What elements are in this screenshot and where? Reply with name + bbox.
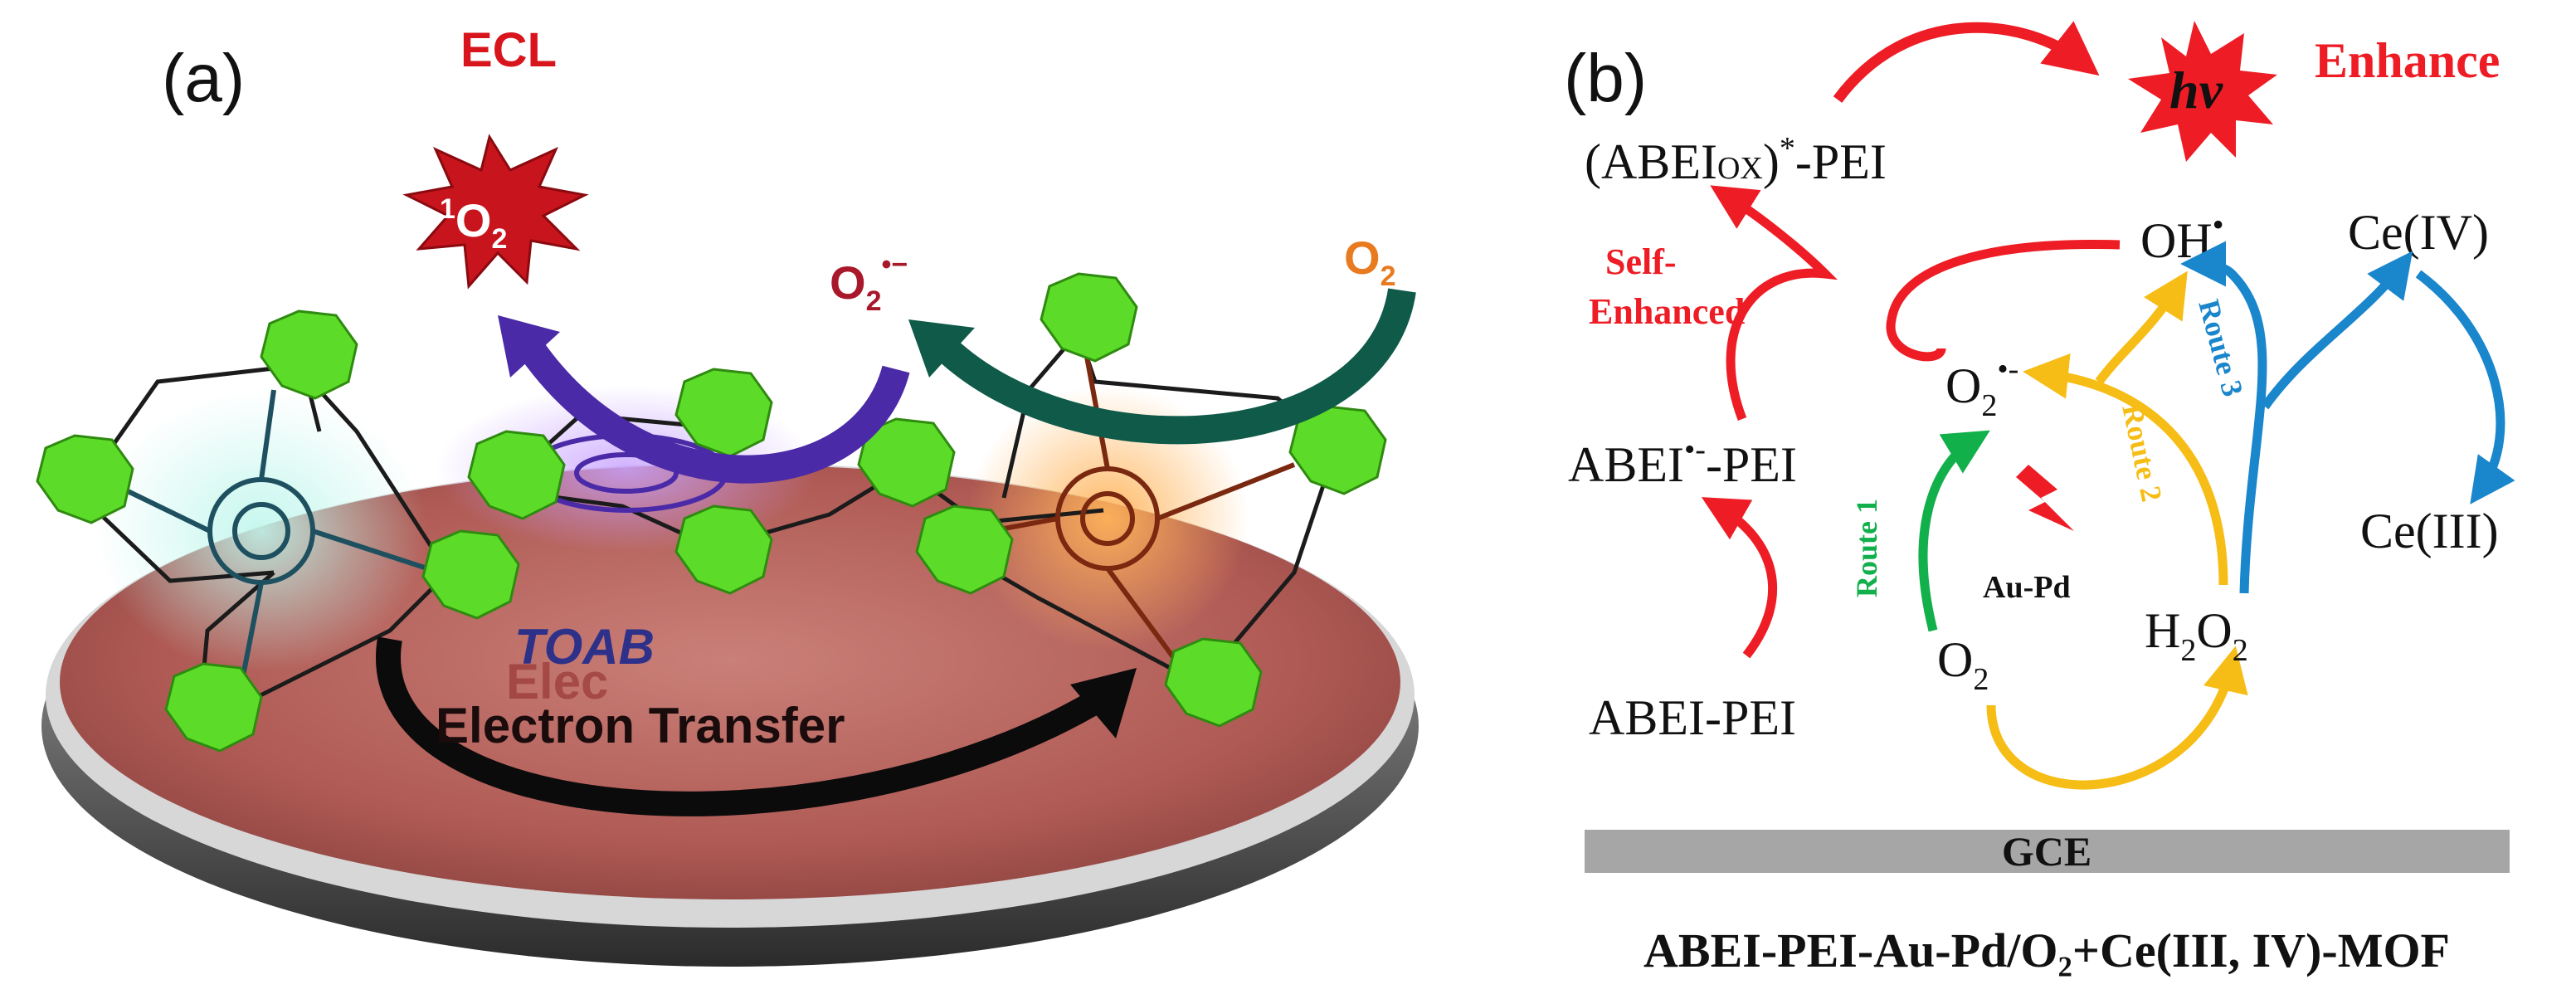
o2-label-b: O2 <box>1937 632 1989 697</box>
yellow-paths <box>1986 270 2248 790</box>
gce-label: GCE <box>2002 828 2091 875</box>
cluster <box>1288 405 1387 495</box>
panel-b-label: (b) <box>1564 41 1647 116</box>
route-2-arrow-oh <box>2095 270 2188 385</box>
oxygen-label-a: O2 <box>1344 231 1395 292</box>
route-2-arrow-superoxide <box>2023 353 2228 586</box>
singlet-oxygen-label: 1O2 <box>440 193 507 255</box>
lightning-icon <box>2016 465 2074 531</box>
superoxide-label-a: O2•− <box>830 249 908 317</box>
self-enhanced-label-line2: Enhanced <box>1589 291 1745 332</box>
porphyrin-teal <box>123 389 441 690</box>
panel-b: (b) hv Enhance (ABEIOX)*-PEI Self- Enhan… <box>1564 21 2515 977</box>
panel-a: (a) <box>36 23 1419 967</box>
cluster <box>1164 637 1263 728</box>
cluster <box>467 430 566 520</box>
panel-a-label: (a) <box>162 41 245 116</box>
cluster <box>36 434 134 524</box>
purple-arrow <box>498 315 910 484</box>
composite-caption: ABEI-PEI-Au-Pd/O₂+Ce(III, IV)-MOF <box>1643 923 2450 977</box>
ecl-label: ECL <box>460 23 557 77</box>
enhance-label: Enhance <box>2315 33 2500 88</box>
gce-electrode-bar <box>1585 830 2510 873</box>
cluster-group <box>36 272 1387 753</box>
h2o2-label: H2O2 <box>2145 603 2248 668</box>
route-3-label: Route 3 <box>2192 296 2249 400</box>
red-paths <box>1701 185 2121 659</box>
o2-to-h2o2-arrow <box>1986 646 2248 790</box>
cluster <box>421 529 520 620</box>
enhance-arc-arrow <box>1833 21 2100 103</box>
abei-pei-label: ABEI-PEI <box>1589 690 1796 745</box>
au-pd-label: Au-Pd <box>1983 570 2071 605</box>
self-enhanced-label-line1: Self- <box>1605 241 1677 282</box>
ghost-label: Elec <box>506 654 608 709</box>
orange-glow <box>967 386 1249 651</box>
hv-label: hv <box>2169 61 2223 119</box>
ecl-burst: ECL 1O2 <box>402 23 589 290</box>
route-3-arrow <box>2180 241 2267 594</box>
cluster <box>260 309 358 400</box>
blue-paths <box>2180 241 2515 594</box>
teal-arrow <box>908 288 1416 445</box>
teal-glow <box>95 390 427 672</box>
cluster <box>915 504 1014 595</box>
superoxide-label-b: O2•- <box>1945 352 2018 423</box>
abei-radical-label: ABEI•--PEI <box>1568 432 1797 492</box>
toab-label: TOAB <box>514 619 655 675</box>
oh-to-abei-ox-curve <box>1886 240 2121 362</box>
abei-ox-label: (ABEIOX)*-PEI <box>1585 131 1887 189</box>
hv-burst: hv <box>2128 21 2277 162</box>
electron-transfer-arrow <box>376 636 1137 816</box>
electron-transfer-label: Electron Transfer <box>436 698 845 753</box>
cluster <box>1040 272 1138 363</box>
route-1-arrow <box>1918 430 1990 632</box>
cluster <box>674 504 773 595</box>
ce-iv-label: Ce(IV) <box>2348 205 2489 260</box>
abei-pei-to-radical-arrow <box>1701 497 1778 659</box>
oh-radical-label: OH• <box>2140 206 2224 268</box>
route-1-label: Route 1 <box>1850 499 1883 597</box>
ce-iii-label: Ce(III) <box>2360 504 2499 558</box>
ce-iv-to-ce-iii-arrow <box>2415 270 2515 504</box>
ce-iii-to-ce-iv-arrow <box>2261 251 2413 410</box>
self-enhanced-arrow <box>1710 185 1838 421</box>
cluster <box>164 662 263 753</box>
